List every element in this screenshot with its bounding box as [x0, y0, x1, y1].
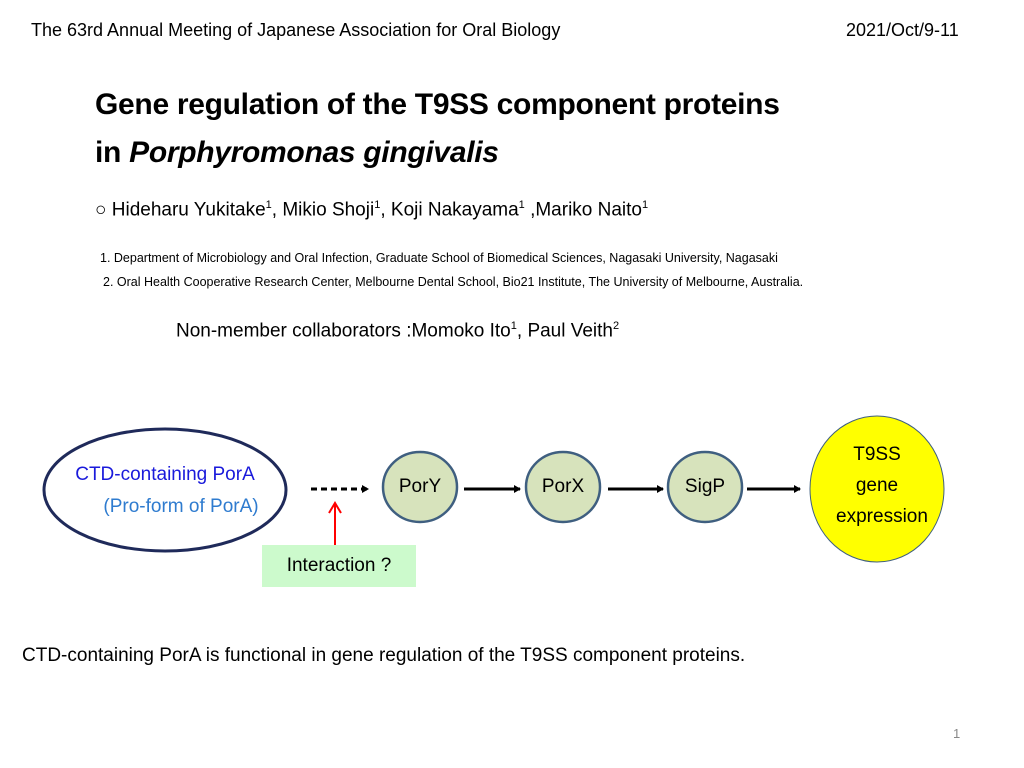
sep: , [524, 199, 536, 221]
sep: , [380, 199, 391, 221]
target-label-3: expression [836, 506, 928, 527]
species-name: Porphyromonas gingivalis [129, 136, 499, 169]
affiliation-1: 1. Department of Microbiology and Oral I… [100, 251, 778, 265]
target-ellipse [809, 415, 945, 563]
title-prefix: in [95, 136, 130, 169]
presenter-mark: ○ [95, 199, 107, 221]
affil-sup: 2 [613, 320, 620, 332]
node-sigp [666, 450, 744, 524]
author: Mariko Naito [535, 199, 643, 221]
source-label-2: (Pro-form of PorA) [103, 496, 259, 517]
meeting-date: 2021/Oct/9-11 [846, 20, 959, 40]
meeting-name: The 63rd Annual Meeting of Japanese Asso… [31, 20, 561, 40]
collaborator: Momoko Ito [411, 320, 511, 342]
sigp-label: SigP [684, 476, 726, 497]
affil-sup: 1 [518, 199, 525, 211]
target-label-2: gene [855, 475, 899, 496]
sep: , [516, 320, 528, 342]
title-line-2: in Porphyromonas gingivalis [95, 136, 499, 170]
affiliation-2: 2. Oral Health Cooperative Research Cent… [103, 275, 804, 289]
pory-label: PorY [398, 476, 442, 497]
sep: , [271, 199, 283, 221]
node-pory [381, 450, 459, 524]
collaborator: Paul Veith [527, 320, 614, 342]
node-porx [524, 450, 602, 524]
affil-sup: 1 [510, 320, 517, 332]
collaborators-label: Non-member collaborators : [176, 320, 412, 342]
page-number: 1 [953, 726, 961, 741]
source-label-1: CTD-containing PorA [75, 464, 255, 485]
affil-sup: 1 [265, 199, 272, 211]
porx-label: PorX [541, 476, 585, 497]
interaction-box: Interaction ? [262, 545, 416, 587]
source-ellipse [42, 427, 288, 553]
affil-sup: 1 [642, 199, 649, 211]
conclusion: CTD-containing PorA is functional in gen… [22, 645, 746, 666]
author: Hideharu Yukitake [111, 199, 266, 221]
target-label-1: T9SS [853, 444, 901, 465]
affil-sup: 1 [374, 199, 381, 211]
author: Koji Nakayama [390, 199, 519, 221]
red-arrow-head [328, 501, 342, 514]
author-list: ○ Hideharu Yukitake1, Mikio Shoji1, Koji… [95, 199, 648, 221]
collaborators: Non-member collaborators :Momoko Ito1, P… [176, 320, 619, 342]
author: Mikio Shoji [282, 199, 375, 221]
title-line-1: Gene regulation of the T9SS component pr… [95, 88, 780, 121]
